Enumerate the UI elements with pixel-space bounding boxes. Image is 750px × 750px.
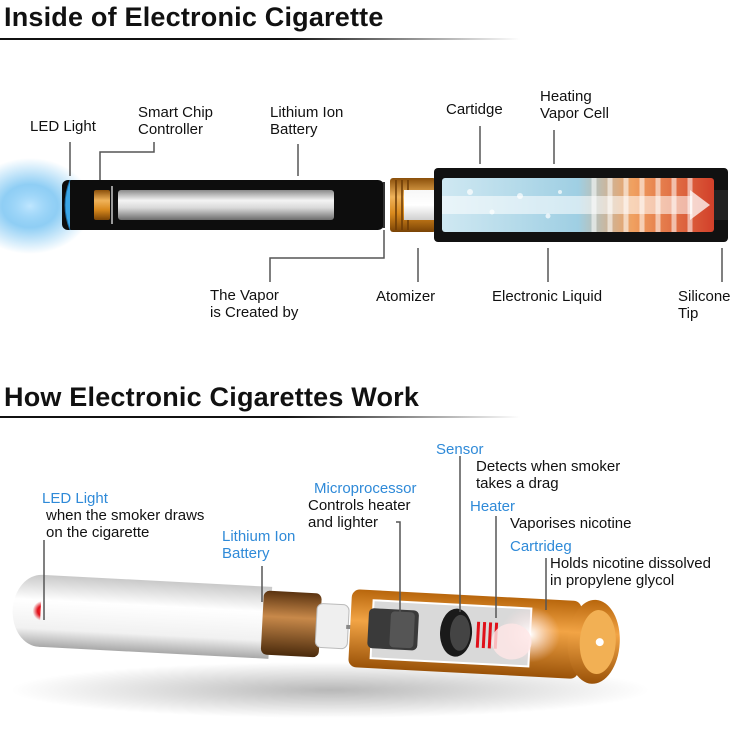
label-cart-desc-1: Holds nicotine dissolved [550,555,711,572]
bottom-title: How Electronic Cigarettes Work [4,382,420,412]
label-led-desc-1: when the smoker draws [46,507,205,524]
top-title-rule [0,38,520,40]
label-sensor-desc-2: takes a drag [476,475,559,492]
top-atomizer [390,178,444,232]
label-silicone-1: Silicone [678,288,731,305]
label-battery-1: Lithium Ion [270,104,344,121]
label-cart-desc-2: in propylene glycol [550,572,675,589]
label-cartidge: Cartidge [446,101,503,118]
label-cart-title: Cartrideg [510,538,572,555]
top-title: Inside of Electronic Cigarette [4,2,384,32]
label-heater-title: Heater [470,498,516,515]
top-battery-body [62,179,385,231]
bottom-cigarette [12,574,620,684]
label-sensor-title: Sensor [436,441,484,458]
label-silicone-2: Tip [678,305,699,322]
label-led-title: LED Light [42,490,108,507]
label-smart-chip-2: Controller [138,121,204,138]
bottom-shadow [10,662,650,718]
label-heater-desc: Vaporises nicotine [510,515,632,532]
label-vapor-2: is Created by [210,304,299,321]
top-leader-lines [69,126,723,282]
label-electronic-liquid: Electronic Liquid [492,288,603,305]
label-led-light: LED Light [30,118,96,135]
label-led-desc-2: on the cigarette [46,524,150,541]
label-heating-2: Vapor Cell [540,105,609,122]
bottom-title-rule [0,416,520,418]
bottom-leader-lines [43,456,547,620]
top-cartridge [434,168,728,242]
label-micro-title: Microprocessor [314,480,417,497]
label-battery-2: Battery [270,121,318,138]
label-battery-title-1: Lithium Ion [222,528,296,545]
label-smart-chip-1: Smart Chip [138,104,214,121]
label-heating-1: Heating [540,88,592,105]
label-micro-desc-1: Controls heater [308,497,411,514]
label-sensor-desc-1: Detects when smoker [476,458,621,475]
label-battery-title-2: Battery [222,545,270,562]
label-vapor-1: The Vapor [210,287,279,304]
label-micro-desc-2: and lighter [308,514,379,531]
label-atomizer: Atomizer [376,288,436,305]
